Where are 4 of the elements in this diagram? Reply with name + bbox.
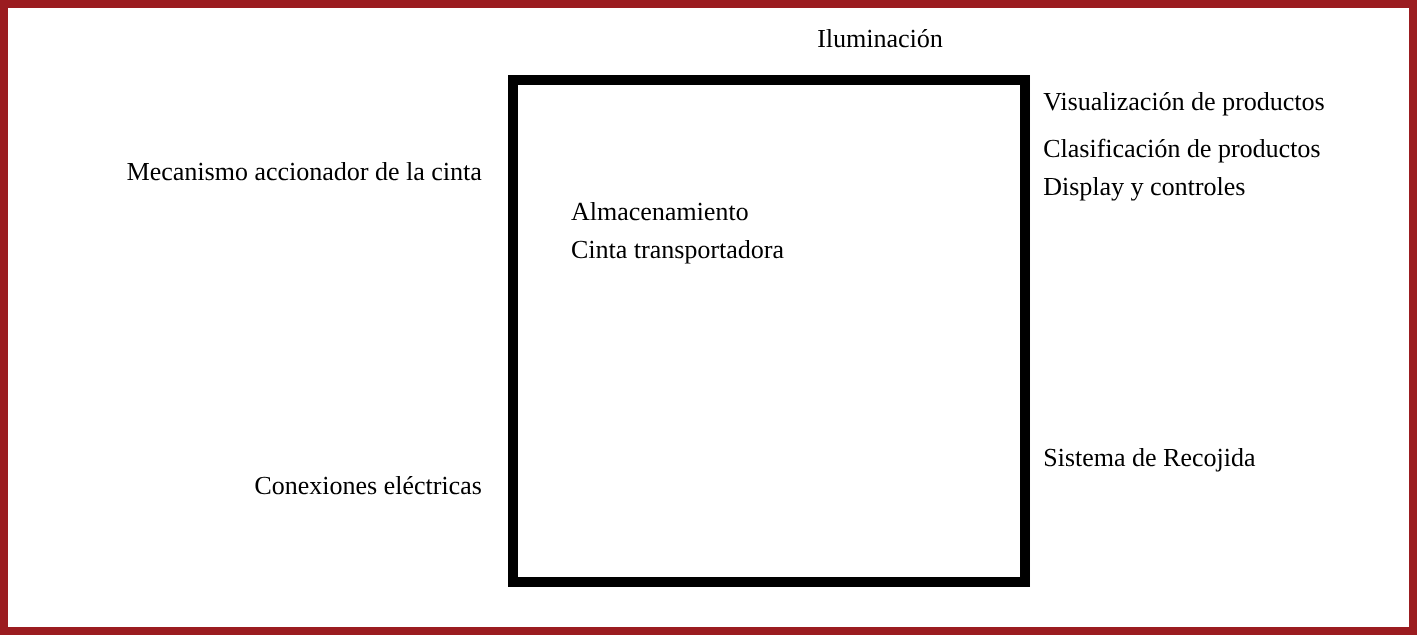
component-label: Conexiones eléctricas (255, 475, 481, 495)
component-box: Almacenamiento Cinta transportadora (508, 75, 1030, 587)
component-label: Mecanismo accionador de la cinta (127, 161, 482, 181)
component-label: Iluminación (818, 28, 943, 48)
